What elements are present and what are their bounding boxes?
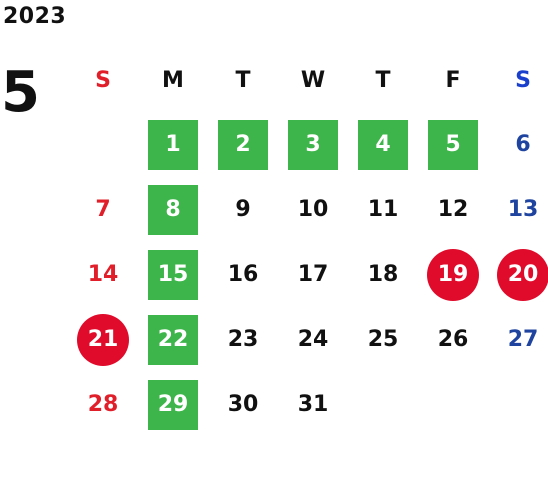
- day-cell[interactable]: 16: [208, 242, 278, 307]
- empty-day-cell: [348, 372, 418, 437]
- day-cell[interactable]: 25: [348, 307, 418, 372]
- day-cell[interactable]: 31: [278, 372, 348, 437]
- day-number: 2: [218, 119, 268, 170]
- empty-day-cell: [68, 112, 138, 177]
- day-cell[interactable]: 22: [138, 307, 208, 372]
- day-cell[interactable]: 10: [278, 177, 348, 242]
- day-number: 25: [367, 327, 399, 352]
- day-number: 6: [515, 132, 531, 157]
- day-number: 31: [297, 392, 329, 417]
- weekday-header: F: [445, 67, 461, 93]
- day-number: 9: [235, 197, 251, 222]
- day-cell[interactable]: 21: [68, 307, 138, 372]
- day-number: 4: [358, 119, 408, 170]
- day-cell[interactable]: 30: [208, 372, 278, 437]
- day-cell[interactable]: 28: [68, 372, 138, 437]
- day-cell[interactable]: 29: [138, 372, 208, 437]
- month-number: 5: [1, 60, 40, 125]
- day-number: 3: [288, 119, 338, 170]
- day-number: 14: [87, 262, 119, 287]
- day-number: 8: [148, 184, 198, 235]
- day-cell[interactable]: 3: [278, 112, 348, 177]
- day-cell[interactable]: 4: [348, 112, 418, 177]
- day-number: 22: [148, 314, 198, 365]
- empty-day-cell: [418, 372, 488, 437]
- day-cell[interactable]: 26: [418, 307, 488, 372]
- day-cell[interactable]: 23: [208, 307, 278, 372]
- day-cell[interactable]: 8: [138, 177, 208, 242]
- day-number: 18: [367, 262, 399, 287]
- day-cell[interactable]: 6: [488, 112, 548, 177]
- day-cell[interactable]: 20: [488, 242, 548, 307]
- day-number: 17: [297, 262, 329, 287]
- day-number: 29: [148, 379, 198, 430]
- weekday-header: T: [235, 67, 251, 93]
- day-cell[interactable]: 12: [418, 177, 488, 242]
- day-cell[interactable]: 17: [278, 242, 348, 307]
- day-cell[interactable]: 15: [138, 242, 208, 307]
- day-number: 5: [428, 119, 478, 170]
- day-cell[interactable]: 2: [208, 112, 278, 177]
- day-number: 26: [437, 327, 469, 352]
- day-cell[interactable]: 1: [138, 112, 208, 177]
- day-cell[interactable]: 7: [68, 177, 138, 242]
- day-number: 12: [437, 197, 469, 222]
- day-number: 13: [507, 197, 539, 222]
- weekday-header: W: [300, 67, 326, 93]
- day-number: 27: [507, 327, 539, 352]
- day-cell[interactable]: 5: [418, 112, 488, 177]
- year-label: 2023: [3, 4, 67, 29]
- empty-day-cell: [488, 372, 548, 437]
- day-number: 10: [297, 197, 329, 222]
- day-cell[interactable]: 19: [418, 242, 488, 307]
- day-number: 28: [87, 392, 119, 417]
- weekday-header: M: [162, 67, 184, 93]
- day-number: 19: [427, 248, 479, 301]
- day-cell[interactable]: 13: [488, 177, 548, 242]
- weekday-header: S: [515, 67, 531, 93]
- day-cell[interactable]: 27: [488, 307, 548, 372]
- day-number: 15: [148, 249, 198, 300]
- day-number: 16: [227, 262, 259, 287]
- day-number: 11: [367, 197, 399, 222]
- day-cell[interactable]: 11: [348, 177, 418, 242]
- day-number: 21: [77, 313, 129, 366]
- day-number: 1: [148, 119, 198, 170]
- day-cell[interactable]: 9: [208, 177, 278, 242]
- weekday-header: T: [375, 67, 391, 93]
- day-number: 7: [95, 197, 111, 222]
- day-cell[interactable]: 18: [348, 242, 418, 307]
- day-number: 30: [227, 392, 259, 417]
- day-cell[interactable]: 24: [278, 307, 348, 372]
- weekday-header: S: [95, 67, 111, 93]
- day-number: 23: [227, 327, 259, 352]
- day-number: 20: [497, 248, 548, 301]
- day-number: 24: [297, 327, 329, 352]
- day-cell[interactable]: 14: [68, 242, 138, 307]
